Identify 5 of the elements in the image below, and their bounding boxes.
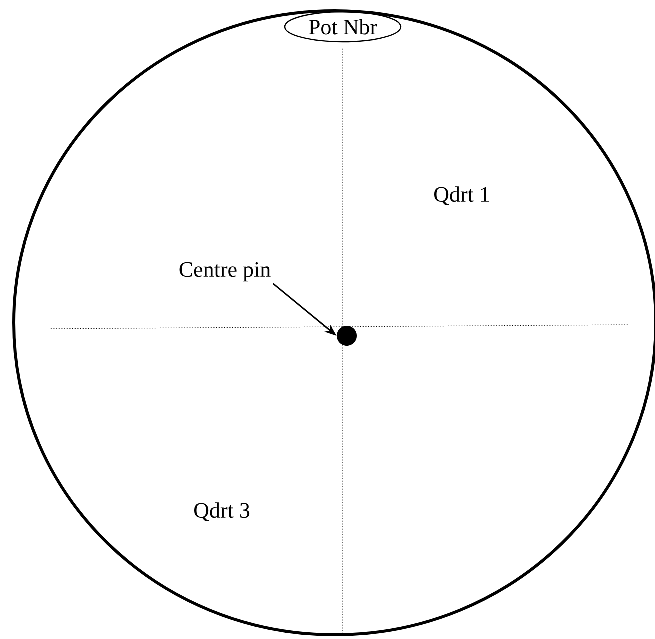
centre-pin-dot <box>337 326 357 346</box>
quadrant-label: Qdrt 3 <box>194 502 250 522</box>
pot-outline <box>12 10 655 636</box>
pin-label: Centre pin <box>180 262 271 282</box>
quadrant-label: Qdrt 1 <box>434 186 490 206</box>
